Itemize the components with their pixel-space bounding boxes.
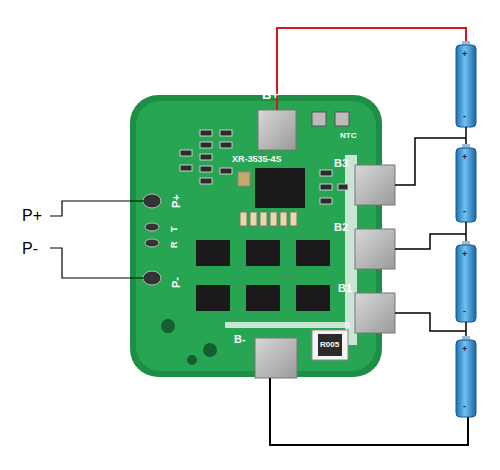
pad-label: B1	[338, 283, 352, 294]
pcb-board	[130, 95, 382, 377]
pad-label: B2	[334, 222, 348, 233]
board-silk-band	[225, 322, 350, 328]
pcb-surface	[136, 101, 376, 371]
resistor-array	[240, 212, 297, 226]
p-minus-wire	[50, 248, 144, 278]
shunt-resistor	[312, 330, 348, 360]
p-plus-pad	[143, 194, 161, 208]
pin-label: R	[170, 242, 179, 249]
terminal-label: P+	[22, 208, 42, 224]
pad-label: B3	[334, 158, 348, 169]
polarity-mark: -	[463, 112, 466, 121]
b-minus-pad	[255, 338, 297, 378]
p-minus-pad	[143, 271, 161, 285]
polarity-mark: -	[463, 402, 466, 411]
pin-label: P+	[171, 194, 182, 208]
r-pad	[145, 239, 159, 247]
terminal-label: P-	[22, 241, 38, 257]
b2-wire	[395, 234, 466, 249]
polarity-mark: +	[462, 50, 467, 59]
pin-label: P-	[171, 277, 182, 288]
pad-label: B+	[262, 88, 279, 101]
b2-pad	[355, 229, 395, 269]
battery-cells	[456, 41, 476, 417]
control-ic	[255, 168, 305, 208]
smd-passives	[180, 130, 348, 204]
polarity-mark: +	[462, 345, 467, 354]
b-plus-pad	[258, 110, 296, 150]
pin-label: T	[170, 227, 179, 233]
chip-label: XR-3535-4S	[232, 155, 282, 164]
p-plus-wire	[50, 201, 144, 216]
mosfet-chips	[196, 240, 330, 311]
b1-wire	[395, 313, 466, 331]
mounting-hole	[203, 343, 217, 357]
b1-pad	[355, 293, 395, 333]
mounting-hole	[187, 355, 197, 365]
ntc-pad	[312, 112, 326, 126]
mounting-hole	[161, 319, 175, 333]
t-pad	[145, 223, 159, 231]
pad-label: B-	[234, 334, 246, 345]
ntc-label: NTC	[340, 132, 356, 140]
b3-pad	[355, 165, 395, 205]
b-minus-wire	[270, 378, 468, 445]
capacitor	[238, 172, 250, 186]
polarity-mark: +	[462, 153, 467, 162]
resistor-code: R005	[320, 341, 339, 349]
polarity-mark: -	[463, 207, 466, 216]
b-plus-wire	[277, 28, 466, 110]
ntc-pad	[335, 112, 349, 126]
b3-wire	[395, 138, 466, 185]
shunt-resistor-body	[318, 334, 342, 356]
polarity-mark: +	[462, 250, 467, 259]
polarity-mark: -	[463, 307, 466, 316]
